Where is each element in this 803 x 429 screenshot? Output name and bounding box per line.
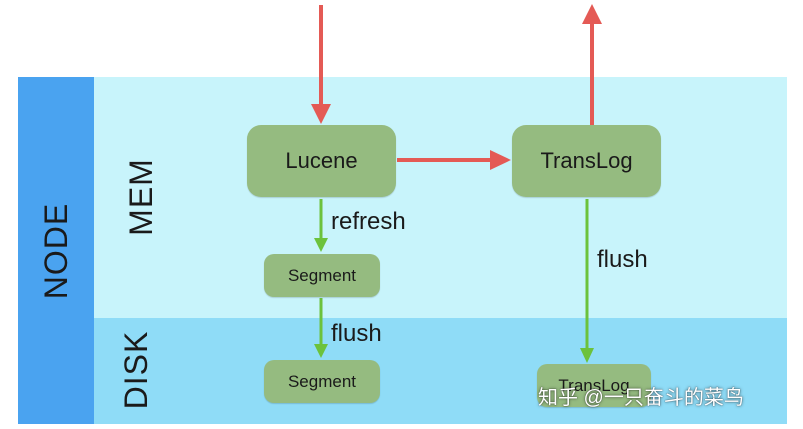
lucene-to-translog-arrow: [397, 150, 511, 170]
mem-region: [94, 77, 787, 318]
flush-left-label: flush: [331, 320, 382, 347]
watermark: 知乎 @一只奋斗的菜鸟: [538, 387, 744, 409]
outgoing-arrow: [582, 4, 602, 126]
flush-right-label: flush: [597, 246, 648, 273]
segment-mem-box: Segment: [264, 254, 380, 297]
translog-disk-box: TransLog: [537, 364, 651, 407]
incoming-arrow: [311, 5, 331, 124]
flush-left-arrow: [314, 298, 328, 358]
flush-right-arrow: [580, 199, 594, 363]
segment-disk-box: Segment: [264, 360, 380, 403]
disk-region: [94, 318, 787, 424]
node-bar: [18, 77, 94, 424]
translog-mem-box: TransLog: [512, 125, 661, 197]
refresh-arrow: [314, 199, 328, 252]
lucene-box: Lucene: [247, 125, 396, 197]
refresh-label: refresh: [331, 208, 406, 235]
